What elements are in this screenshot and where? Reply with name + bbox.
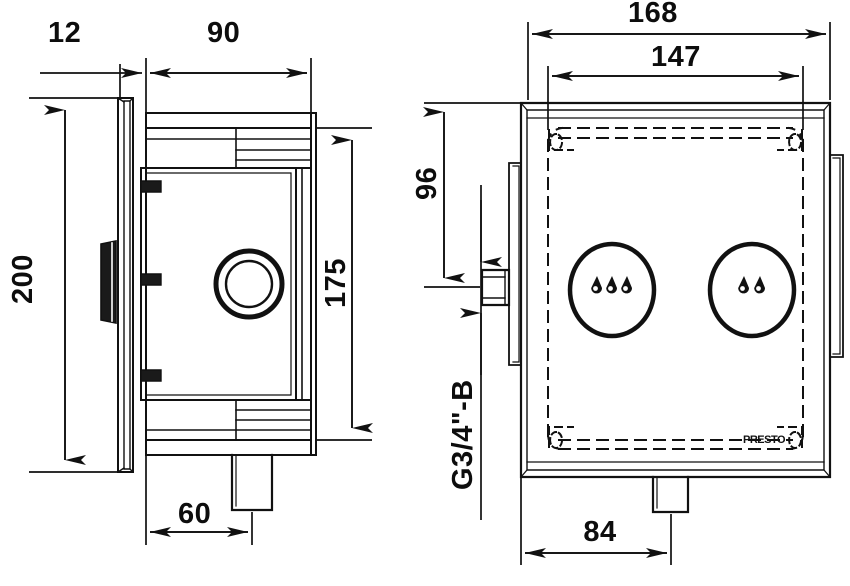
dim-label-96: 96 [411, 167, 443, 200]
dim-label-12: 12 [48, 17, 81, 49]
dim-label-175: 175 [320, 258, 352, 308]
right-front-view [480, 101, 844, 514]
left-side-section-view [100, 97, 317, 512]
water-inlet-stub [480, 268, 511, 307]
bottom-outlet-stub-front [651, 475, 690, 514]
half-flush-button[interactable] [707, 241, 797, 339]
dim-label-84: 84 [583, 516, 616, 548]
screw-hole-bottom-right [777, 426, 803, 449]
screw-hole-top-left [548, 129, 574, 151]
brand-logo: PRESTO [743, 434, 786, 446]
full-flush-button[interactable] [567, 241, 657, 339]
two-drops-highlight [740, 286, 761, 291]
inner-cover-plate [140, 167, 303, 401]
left-view-dimensions [29, 58, 373, 545]
three-drops-highlight [593, 286, 628, 291]
bottom-outlet-stub [230, 453, 274, 512]
dim-label-90: 90 [207, 17, 240, 49]
corner-screw-holes [548, 129, 803, 449]
latch-clips [140, 180, 162, 382]
screw-hole-bottom-left [548, 426, 574, 449]
screw-hole-top-right [777, 129, 803, 151]
side-lever-tab [100, 240, 117, 324]
button-boss-circles [213, 248, 285, 320]
dim-label-60: 60 [178, 498, 211, 530]
hidden-inner-frame [546, 126, 805, 451]
dim-label-200: 200 [7, 254, 39, 304]
dim-label-168: 168 [628, 0, 678, 29]
front-flange-plate [117, 97, 134, 473]
right-view-dimensions [423, 22, 831, 565]
thread-spec-label: G3/4"-B [447, 379, 479, 490]
dim-label-147: 147 [651, 41, 701, 73]
